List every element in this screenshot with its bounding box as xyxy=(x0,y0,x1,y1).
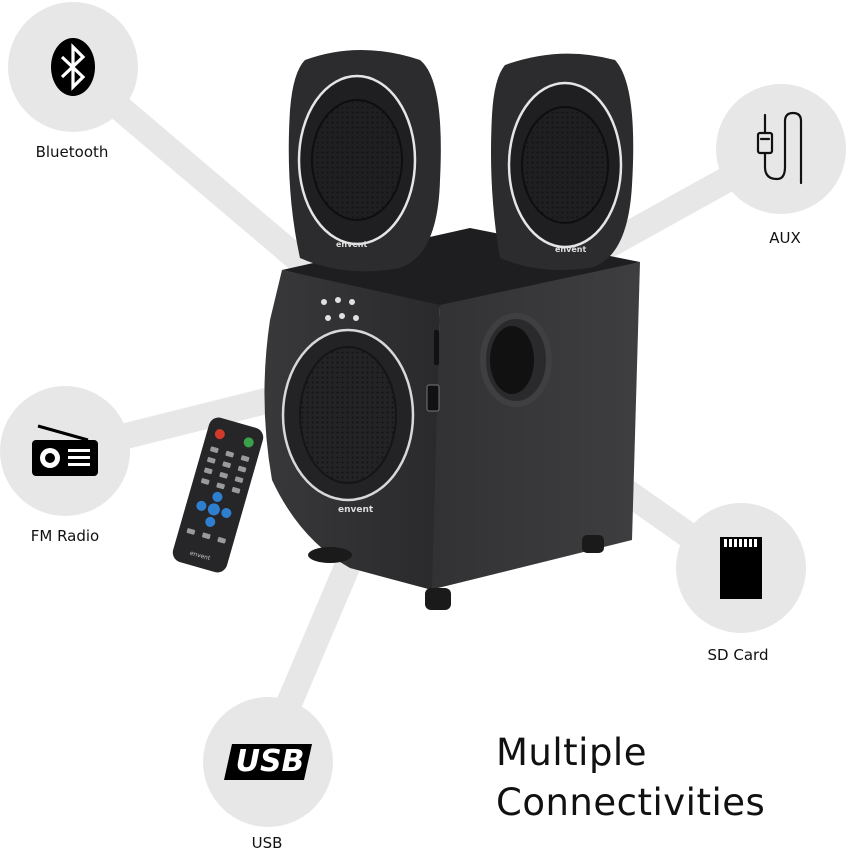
remote-control: envent xyxy=(172,417,264,573)
sd-card-badge xyxy=(676,503,806,633)
headline: Multiple Connectivities xyxy=(496,728,765,828)
headline-line-1: Multiple xyxy=(496,731,647,774)
aux-label: AUX xyxy=(769,229,801,247)
usb-icon: USB xyxy=(220,740,316,784)
headline-line-2: Connectivities xyxy=(496,781,766,824)
bluetooth-icon xyxy=(51,38,95,96)
subwoofer-side xyxy=(430,262,640,590)
svg-text:envent: envent xyxy=(555,245,586,254)
radio-icon xyxy=(32,424,98,476)
fm-radio-badge xyxy=(0,386,130,516)
usb-icon-text: USB xyxy=(235,744,305,779)
aux-badge xyxy=(716,84,846,214)
svg-text:envent: envent xyxy=(338,505,374,515)
aux-cable-icon xyxy=(756,111,803,185)
bluetooth-badge xyxy=(8,2,138,132)
svg-text:envent: envent xyxy=(336,240,367,249)
fm-radio-label: FM Radio xyxy=(30,527,100,545)
bluetooth-label: Bluetooth xyxy=(35,143,109,161)
sd-card-label: SD Card xyxy=(707,646,769,664)
usb-label: USB xyxy=(251,834,283,852)
usb-badge: USB xyxy=(203,697,333,827)
sd-card-icon xyxy=(720,537,762,599)
